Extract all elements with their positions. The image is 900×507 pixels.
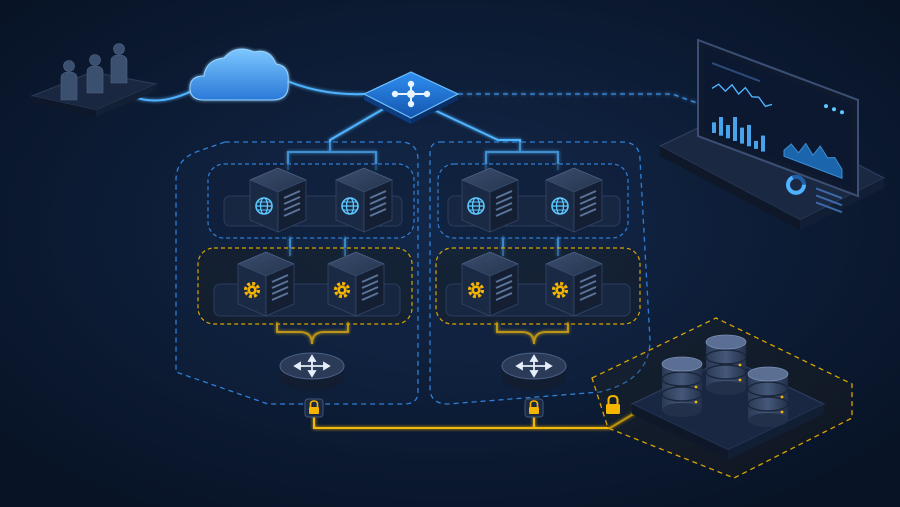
database-stack-icon[interactable] (661, 356, 703, 418)
dashboard-status-dot (840, 110, 844, 115)
dashboard-status-dot (824, 104, 828, 109)
core-switch[interactable] (362, 71, 460, 124)
monitoring-station[interactable] (658, 38, 886, 230)
users-platform-side-r (96, 84, 156, 117)
connection-lines (131, 77, 701, 429)
monitor-base-side-r (800, 178, 884, 230)
dashboard-bar (712, 122, 716, 134)
database-stack-icon[interactable] (747, 366, 789, 428)
core-switch-side (364, 94, 411, 124)
cloud-icon[interactable] (189, 48, 289, 101)
router-to-db-link (313, 409, 641, 429)
router-left[interactable] (279, 352, 345, 392)
hub-to-right-zone-link (429, 107, 559, 170)
person-icon (86, 54, 104, 94)
padlock-icon[interactable] (606, 394, 620, 414)
web-server[interactable] (249, 167, 307, 233)
dashboard-bar (747, 124, 751, 147)
dashboard-header-bar (711, 62, 761, 83)
database-stack-icon[interactable] (705, 334, 747, 396)
database-zone (591, 317, 853, 479)
app-server[interactable] (461, 251, 519, 317)
people-group-icon (60, 43, 128, 101)
dashboard-list-line (815, 201, 843, 214)
network-hub-icon (391, 80, 431, 108)
dashboard-bar (726, 124, 730, 139)
hub-to-left-zone-link (287, 107, 386, 170)
dashboard-donut-value (786, 174, 806, 195)
users-group[interactable] (30, 43, 158, 118)
dashboard-bar (754, 140, 758, 149)
database-platform-side (632, 404, 728, 460)
web-server[interactable] (461, 167, 519, 233)
app-server[interactable] (237, 251, 295, 317)
monitor-charts (711, 62, 844, 214)
web-server[interactable] (545, 167, 603, 233)
dashboard-line-series (711, 83, 773, 108)
dashboard-list-line (815, 187, 843, 200)
monitor-base-side (660, 146, 800, 230)
app-server[interactable] (327, 251, 385, 317)
person-icon (60, 60, 78, 101)
app-to-router-left-link (276, 322, 349, 345)
padlock-icon[interactable] (524, 398, 544, 418)
dashboard-bar (733, 116, 737, 141)
dashboard-list-line (815, 194, 843, 207)
router-right[interactable] (501, 352, 567, 392)
core-switch-side-r (411, 94, 458, 124)
padlock-icon[interactable] (304, 398, 324, 418)
router-arrows-icon (501, 352, 567, 392)
users-platform-side (32, 96, 96, 117)
database-platform-side-r (728, 404, 824, 460)
dashboard-area-series (783, 142, 843, 179)
dashboard-bar (761, 135, 765, 152)
app-server[interactable] (545, 251, 603, 317)
router-arrows-icon (279, 352, 345, 392)
dashboard-bar (740, 127, 744, 144)
dashboard-status-dot (832, 107, 836, 112)
person-icon (110, 43, 128, 84)
app-to-router-right-link (496, 322, 569, 345)
dashboard-bar (719, 117, 723, 136)
web-server[interactable] (335, 167, 393, 233)
